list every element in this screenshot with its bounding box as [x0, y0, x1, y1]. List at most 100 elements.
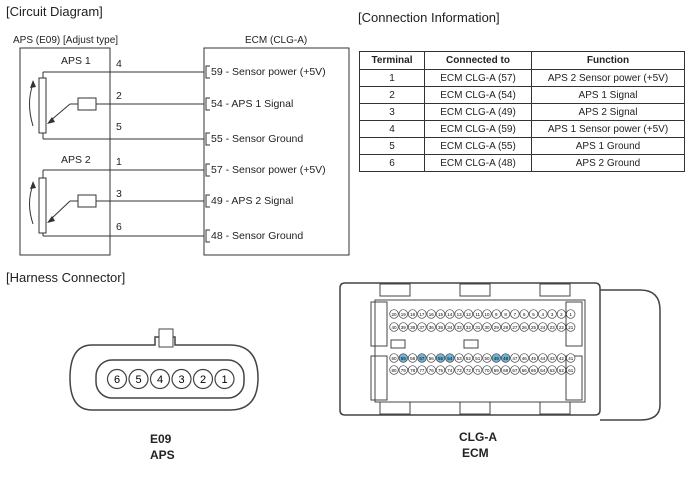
ecm-pin-label: 56	[429, 356, 435, 361]
ecm-pin-34	[445, 322, 455, 332]
ecm-connector-lever	[600, 289, 661, 421]
ecm-pin-44	[538, 353, 548, 363]
ecm-pin-63	[547, 365, 557, 375]
ecm-pin-label: 11	[475, 312, 480, 317]
ecm-pin-label: 59	[401, 356, 407, 361]
ecm-pin-label: 66	[522, 368, 528, 373]
ecm-pin-8	[500, 309, 511, 319]
ecm-pin-label: 47	[512, 356, 518, 361]
ecm-connector-code: CLG-A	[459, 430, 497, 444]
ecm-pin-label: 14	[447, 312, 453, 317]
ecm-pin-label: 52	[466, 356, 472, 361]
aps-pin-3	[171, 368, 192, 390]
ecm-pin-label: 4	[542, 312, 545, 317]
ecm-pin-39	[398, 322, 408, 332]
ecm-pin-20	[389, 309, 399, 319]
ecm-pin-label: 18	[410, 312, 416, 317]
ecm-pin-29	[491, 322, 501, 332]
ecm-terminal-54: 54 - APS 1 Signal	[211, 98, 294, 110]
aps-pin-label: 2	[200, 374, 206, 386]
ecm-pin-label: 49	[494, 356, 500, 361]
ecm-pin-78	[407, 365, 418, 375]
ecm-pin-label: 16	[429, 312, 435, 317]
ecm-pin-53	[454, 353, 464, 363]
table-row: 2 ECM CLG-A (54) APS 1 Signal	[359, 86, 685, 104]
ecm-pin-label: 64	[540, 368, 546, 373]
ecm-pin-42	[556, 353, 567, 363]
ecm-pin-label: 37	[419, 325, 425, 330]
ecm-box	[203, 47, 350, 256]
ecm-pin-26	[519, 322, 529, 332]
ecm-pin-label: 78	[410, 368, 416, 373]
ecm-pin-label: 70	[484, 368, 490, 373]
ecm-pin-label: 12	[466, 312, 472, 317]
ecm-pin-label: 40	[391, 325, 397, 330]
ecm-pin-27	[510, 322, 520, 332]
aps-pin-label: 1	[221, 374, 227, 386]
ecm-pin-73	[454, 365, 464, 375]
ecm-pin-label: 33	[457, 325, 463, 330]
wires	[110, 65, 210, 243]
ecm-pin-46	[519, 353, 529, 363]
ecm-pin-64	[538, 365, 548, 375]
ecm-pin-label: 7	[514, 312, 517, 317]
table-header-row: Terminal Connected to Function	[359, 51, 685, 70]
ecm-pin-43	[547, 353, 557, 363]
aps1-label: APS 1	[61, 55, 91, 67]
ecm-pin-label: 57	[419, 356, 425, 361]
ecm-pin-label: 27	[512, 325, 518, 330]
ecm-pin-14	[445, 309, 455, 319]
ecm-pin-56	[426, 353, 436, 363]
ecm-pin-label: 39	[401, 325, 407, 330]
ecm-pin-22	[556, 322, 567, 332]
ecm-pin-label: 54	[447, 356, 453, 361]
ecm-pin-6	[519, 309, 529, 319]
ecm-pin-15	[435, 309, 446, 319]
ecm-pin-label: 71	[475, 368, 481, 373]
ecm-pin-label: 79	[401, 368, 407, 373]
ecm-pin-label: 31	[475, 325, 481, 330]
ecm-pin-label: 55	[438, 356, 444, 361]
ecm-pin-52	[463, 353, 474, 363]
ecm-pin-75	[435, 365, 446, 375]
ecm-pin-40	[389, 322, 399, 332]
ecm-pin-label: 13	[457, 312, 463, 317]
ecm-terminal-49: 49 - APS 2 Signal	[211, 195, 294, 207]
ecm-pin-66	[519, 365, 529, 375]
ecm-pin-label: 50	[484, 356, 490, 361]
pin-number: 1	[116, 156, 122, 168]
ecm-pin-33	[454, 322, 464, 332]
ecm-pin-69	[491, 365, 501, 375]
ecm-pin-70	[482, 365, 492, 375]
ecm-pin-label: 22	[559, 325, 565, 330]
table-row: 6 ECM CLG-A (48) APS 2 Ground	[359, 154, 685, 172]
ecm-pin-label: 38	[410, 325, 416, 330]
ecm-pin-label: 63	[550, 368, 556, 373]
ecm-pin-17	[417, 309, 427, 319]
ecm-pin-label: 60	[391, 356, 397, 361]
ecm-pin-31	[473, 322, 483, 332]
ecm-pin-67	[510, 365, 520, 375]
ecm-pin-54	[445, 353, 455, 363]
ecm-pin-77	[417, 365, 427, 375]
aps-connector-name: APS	[150, 448, 175, 462]
ecm-pin-label: 15	[438, 312, 444, 317]
ecm-pin-label: 72	[466, 368, 472, 373]
ecm-pin-9	[491, 309, 501, 319]
ecm-pin-label: 28	[503, 325, 509, 330]
ecm-pin-label: 19	[401, 312, 407, 317]
aps1-potentiometer	[29, 71, 110, 140]
ecm-pin-7	[510, 309, 520, 319]
ecm-pin-16	[426, 309, 436, 319]
ecm-pin-32	[463, 322, 474, 332]
ecm-pin-label: 77	[419, 368, 425, 373]
ecm-pin-label: 26	[522, 325, 528, 330]
ecm-pin-36	[426, 322, 436, 332]
aps-pin-1	[214, 368, 235, 390]
ecm-pin-10	[482, 309, 492, 319]
ecm-pin-19	[398, 309, 408, 319]
aps-pin-label: 4	[157, 374, 163, 386]
ecm-terminal-57: 57 - Sensor power (+5V)	[211, 164, 326, 176]
ecm-pin-label: 2	[560, 312, 563, 317]
